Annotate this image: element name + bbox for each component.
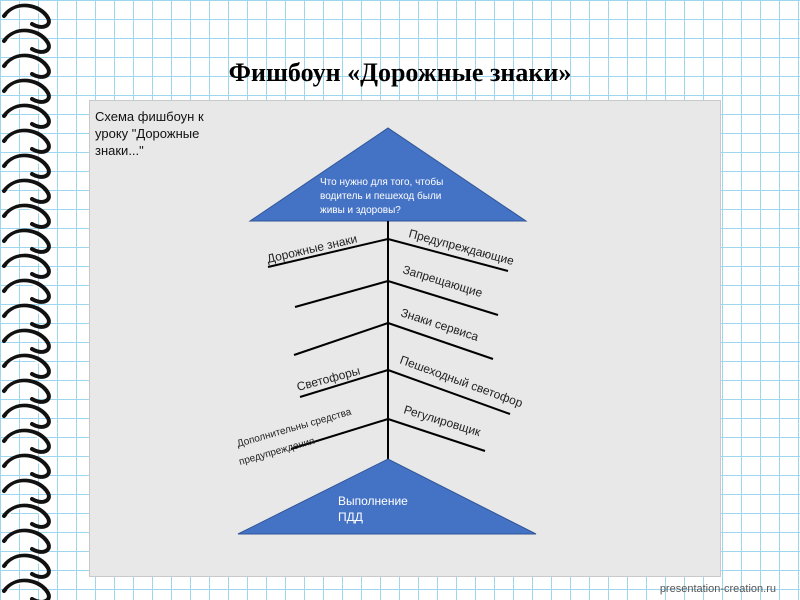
right-bone-label-5: Регулировщик	[402, 402, 483, 439]
spiral-ring	[2, 478, 51, 504]
right-bone-1	[387, 238, 509, 272]
spiral-ring	[2, 178, 51, 204]
fishbone-diagram-panel: Схема фишбоун к уроку "Дорожные знаки...…	[89, 100, 721, 577]
spiral-ring-highlight	[7, 32, 44, 43]
right-bone-label-1: Предупреждающие	[407, 226, 516, 268]
spiral-ring-highlight	[7, 232, 44, 243]
left-bone-1	[267, 238, 389, 268]
spiral-ring	[2, 303, 51, 329]
spiral-ring-highlight	[7, 257, 44, 268]
spiral-ring	[2, 253, 51, 279]
site-watermark: presentation-creation.ru	[659, 583, 776, 595]
spiral-ring-highlight	[7, 182, 44, 193]
spiral-ring	[2, 528, 51, 554]
spiral-ring	[2, 203, 51, 229]
left-bone-5	[290, 418, 389, 450]
head-question-line-1: Что нужно для того, чтобы	[320, 176, 443, 188]
notebook-spiral-binding	[2, 3, 51, 600]
spiral-ring	[2, 553, 51, 579]
spiral-ring-highlight	[7, 357, 44, 368]
page-title: Фишбоун «Дорожные знаки»	[228, 58, 572, 87]
spiral-ring	[2, 53, 51, 79]
spiral-ring	[2, 3, 51, 29]
right-bone-label-3: Знаки сервиса	[399, 306, 481, 344]
spiral-ring-highlight	[7, 157, 44, 168]
spiral-ring-highlight	[7, 82, 44, 93]
spiral-ring-highlight	[7, 307, 44, 318]
spiral-ring-highlight	[7, 457, 44, 468]
spiral-ring-highlight	[7, 432, 44, 443]
fishbone-diagram: Что нужно для того, чтобы водитель и пеш…	[236, 127, 537, 535]
spiral-ring-highlight	[7, 332, 44, 343]
spiral-ring-highlight	[7, 482, 44, 493]
spiral-ring	[2, 328, 51, 354]
spiral-ring	[2, 228, 51, 254]
right-bone-3	[387, 322, 494, 360]
spiral-ring-highlight	[7, 207, 44, 218]
spiral-ring	[2, 78, 51, 104]
spiral-ring	[2, 428, 51, 454]
spiral-ring	[2, 403, 51, 429]
spiral-ring	[2, 128, 51, 154]
spiral-ring-highlight	[7, 532, 44, 543]
spiral-ring	[2, 453, 51, 479]
left-bone-label-4: Светофоры	[295, 364, 361, 394]
spiral-ring	[2, 278, 51, 304]
head-question-line-3: живы и здоровы?	[320, 205, 401, 216]
spiral-ring-highlight	[7, 382, 44, 393]
spiral-ring	[2, 378, 51, 404]
spiral-ring-highlight	[7, 282, 44, 293]
spiral-ring-highlight	[7, 557, 44, 568]
spiral-ring	[2, 353, 51, 379]
left-bone-3	[293, 322, 389, 356]
spiral-ring	[2, 578, 51, 600]
spiral-ring	[2, 103, 51, 129]
spiral-ring-highlight	[7, 7, 44, 18]
spiral-ring-highlight	[7, 582, 44, 593]
right-bone-4	[387, 369, 511, 415]
diagram-caption: Схема фишбоун к уроку "Дорожные знаки...…	[95, 109, 204, 158]
left-bone-4	[299, 369, 389, 398]
spiral-ring	[2, 153, 51, 179]
spiral-ring-highlight	[7, 407, 44, 418]
spiral-ring	[2, 28, 51, 54]
tail-text-line-2: ПДД	[338, 510, 363, 524]
spiral-ring-highlight	[7, 57, 44, 68]
fishbone-tail-triangle	[237, 458, 537, 535]
tail-text-line-1: Выполнение	[338, 494, 408, 508]
right-bone-2	[387, 280, 499, 316]
right-bone-5	[387, 418, 486, 452]
spiral-ring-highlight	[7, 107, 44, 118]
spiral-ring-highlight	[7, 507, 44, 518]
head-question-line-2: водитель и пешеход были	[320, 190, 441, 202]
spiral-ring-highlight	[7, 132, 44, 143]
left-bone-2	[294, 280, 389, 308]
spiral-ring	[2, 503, 51, 529]
right-bone-label-2: Запрещающие	[401, 262, 484, 300]
